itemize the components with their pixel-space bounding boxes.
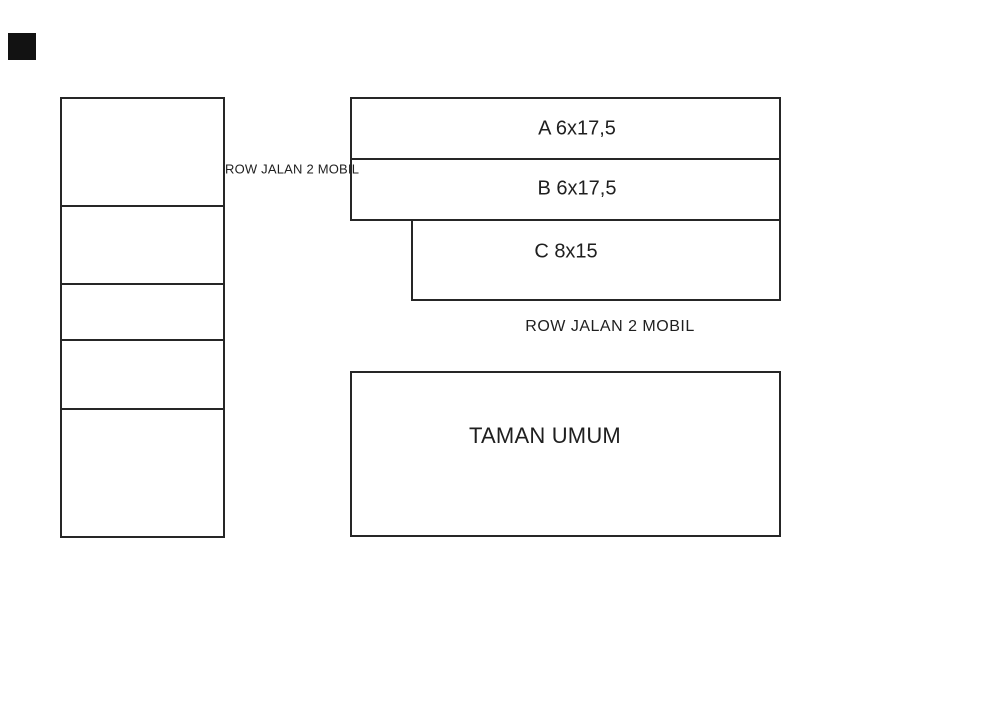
lot-c-box: [411, 219, 781, 301]
lot-c-label: C 8x15: [534, 240, 598, 263]
lot-b-label: B 6x17,5: [537, 177, 617, 200]
park-label: TAMAN UMUM: [469, 423, 621, 448]
lot-divider: [62, 339, 223, 341]
lot-divider: [62, 205, 223, 207]
lot-divider: [62, 408, 223, 410]
row-road-label-middle: ROW JALAN 2 MOBIL: [525, 318, 695, 335]
lot-a-label: A 6x17,5: [538, 117, 616, 140]
park-box: [350, 371, 781, 537]
lot-divider: [62, 283, 223, 285]
scan-corner-mark: [8, 33, 36, 60]
left-lot-column: [60, 97, 225, 538]
row-road-label-top: ROW JALAN 2 MOBIL: [225, 161, 360, 177]
